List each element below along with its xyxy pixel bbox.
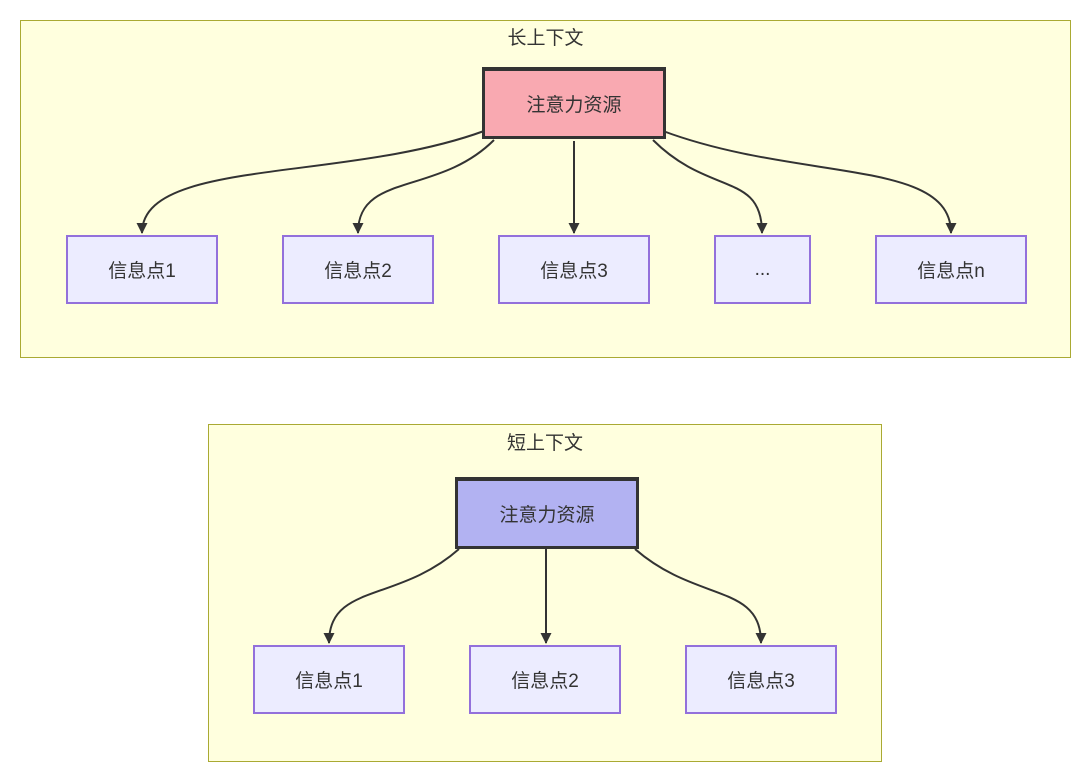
long-attention-label: 注意力资源 [526,95,622,116]
long-attention-node: 注意力资源 [482,67,666,139]
short-info-label-3: 信息点3 [727,671,795,692]
long-info-node-n: 信息点n [875,235,1027,304]
short-info-node-2: 信息点2 [469,645,621,714]
short-attention-node: 注意力资源 [455,477,639,549]
short-context-title: 短上下文 [506,433,583,454]
long-info-label-1: 信息点1 [108,261,176,282]
short-attention-label: 注意力资源 [499,505,595,526]
long-info-node-2: 信息点2 [282,235,434,304]
long-context-title: 长上下文 [507,28,584,49]
short-info-node-1: 信息点1 [253,645,405,714]
long-info-node-ellipsis: ... [714,235,811,304]
long-info-label-3: 信息点3 [540,261,608,282]
long-info-node-3: 信息点3 [498,235,650,304]
long-info-label-n: 信息点n [917,261,985,282]
long-info-node-1: 信息点1 [66,235,218,304]
long-info-label-2: 信息点2 [324,261,392,282]
long-info-label-ellipsis: ... [754,258,771,280]
short-info-label-2: 信息点2 [511,671,579,692]
short-info-label-1: 信息点1 [295,671,363,692]
short-info-node-3: 信息点3 [685,645,837,714]
